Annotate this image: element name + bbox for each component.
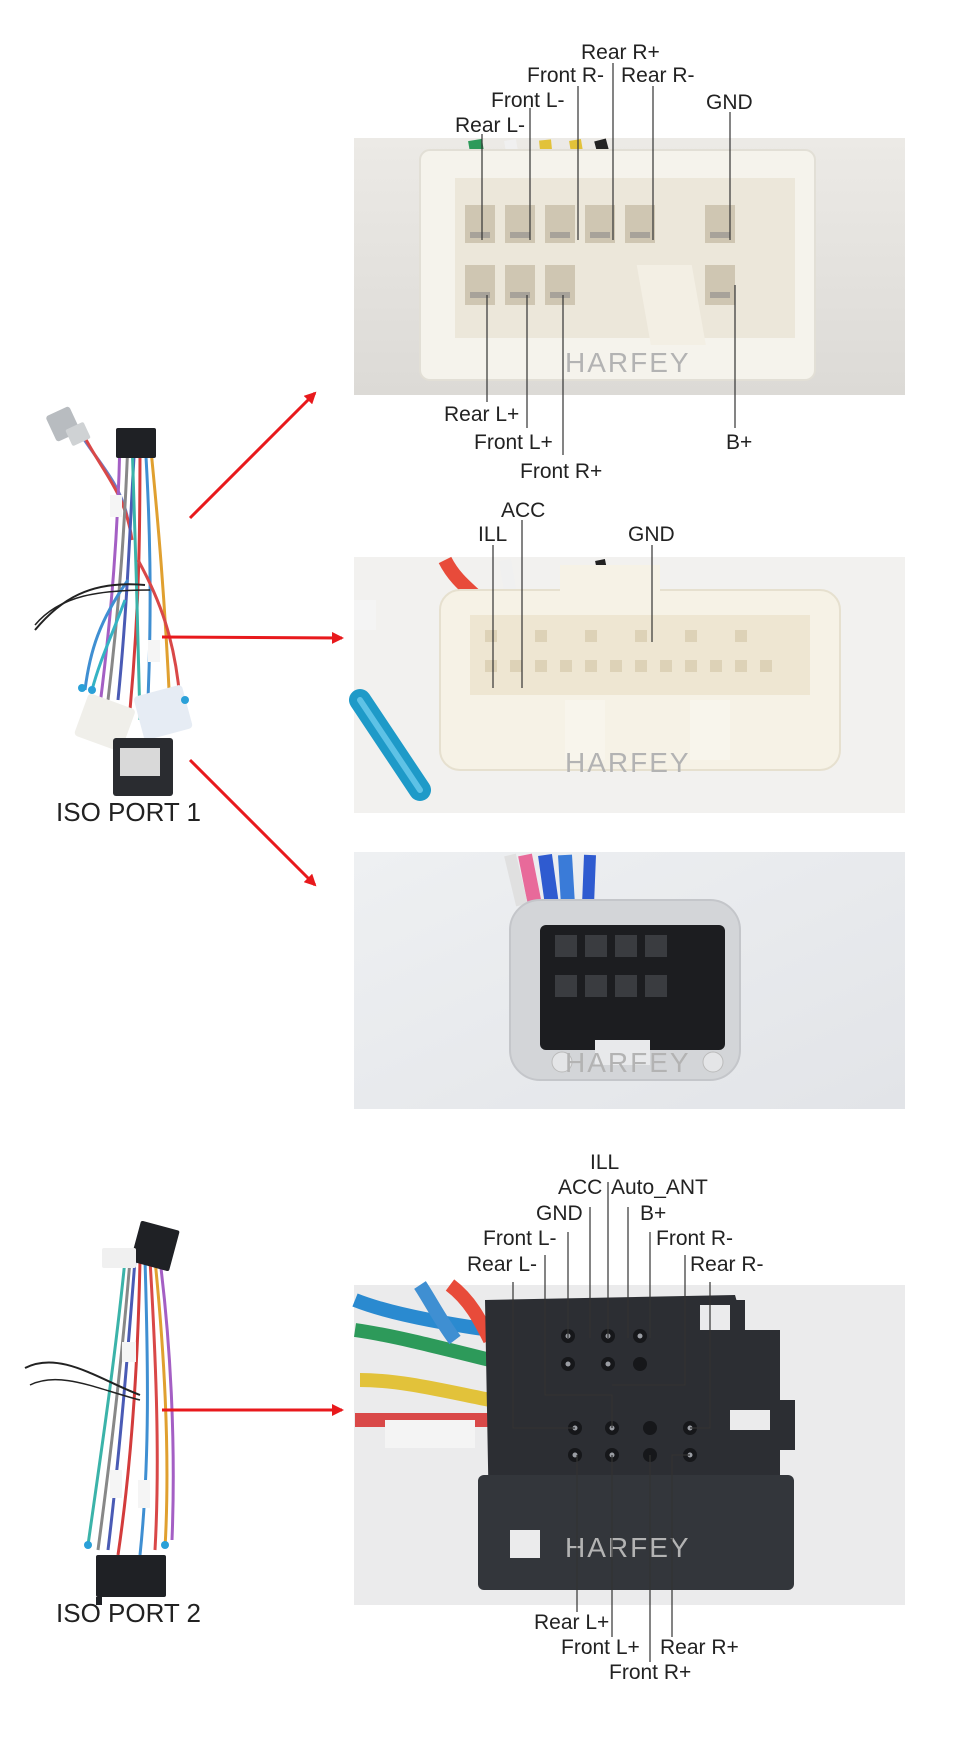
label-ill-1: ILL — [478, 523, 508, 546]
label-b-plus: B+ — [726, 431, 753, 454]
iso-port-1-caption: ISO PORT 1 — [56, 797, 201, 827]
label-front-r-minus: Front R- — [527, 64, 605, 87]
arrow-to-connector-3 — [188, 758, 317, 887]
arrow-to-connector-1 — [188, 391, 317, 520]
iso-port-2-caption: ISO PORT 2 — [56, 1598, 201, 1628]
leader-rear-l-minus-2 — [512, 1282, 575, 1429]
connector-4-photo: HARFEY — [352, 1279, 905, 1605]
label-rear-l-minus-2: Rear L- — [467, 1253, 538, 1276]
leader-lines — [481, 63, 736, 1662]
label-gnd-3: GND — [536, 1202, 583, 1225]
label-auto-ant: Auto_ANT — [611, 1176, 708, 1199]
label-front-l-minus: Front L- — [491, 89, 565, 112]
label-front-l-minus-2: Front L- — [483, 1227, 557, 1250]
label-rear-l-minus: Rear L- — [455, 114, 526, 137]
label-rear-r-minus: Rear R- — [621, 64, 695, 87]
label-front-l-plus: Front L+ — [474, 431, 553, 454]
label-b-plus-2: B+ — [640, 1202, 667, 1225]
leader-front-l-minus-2 — [544, 1255, 613, 1428]
arrow-to-connector-2 — [161, 631, 344, 644]
label-front-l-plus-2: Front L+ — [561, 1636, 640, 1659]
leader-front-r-minus-2 — [612, 1255, 686, 1386]
harness-2-image — [24, 1220, 180, 1605]
watermark-3: HARFEY — [565, 1047, 691, 1078]
leader-rear-r-minus-2 — [690, 1282, 711, 1429]
label-gnd-1: GND — [706, 91, 753, 114]
label-rear-l-plus: Rear L+ — [444, 403, 520, 426]
label-front-r-plus: Front R+ — [520, 460, 603, 483]
label-rear-r-minus-2: Rear R- — [690, 1253, 764, 1276]
label-ill-2: ILL — [590, 1151, 620, 1174]
leader-rear-r-plus-2 — [671, 1454, 690, 1637]
label-rear-r-plus-2: Rear R+ — [660, 1636, 739, 1659]
watermark-1: HARFEY — [565, 347, 691, 378]
connector-3-photo: HARFEY — [354, 852, 905, 1109]
label-rear-r-plus: Rear R+ — [581, 41, 660, 64]
connector-1-photo: HARFEY — [354, 138, 905, 395]
label-front-r-plus-2: Front R+ — [609, 1661, 692, 1684]
watermark-2: HARFEY — [565, 747, 691, 778]
harness-1-image — [34, 406, 193, 796]
arrows — [161, 391, 344, 1416]
label-acc-1: ACC — [501, 499, 546, 522]
connector-2-photo: HARFEY — [349, 556, 905, 813]
watermark-4: HARFEY — [565, 1532, 691, 1563]
label-acc-2: ACC — [558, 1176, 603, 1199]
label-gnd-2: GND — [628, 523, 675, 546]
label-rear-l-plus-2: Rear L+ — [534, 1611, 610, 1634]
label-front-r-minus-2: Front R- — [656, 1227, 734, 1250]
